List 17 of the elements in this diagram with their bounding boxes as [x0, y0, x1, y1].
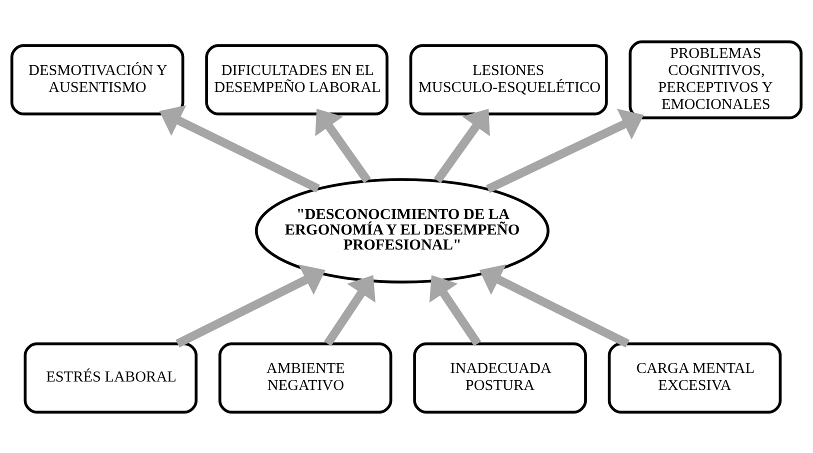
node-box: DIFICULTADES EN EL DESEMPEÑO LABORAL [205, 44, 388, 115]
arrow [429, 274, 482, 346]
arrow [315, 108, 371, 183]
arrow [324, 274, 376, 346]
node-box: AMBIENTE NEGATIVO [218, 342, 392, 414]
node-ellipse: "DESCONOCIMIENTO DE LA ERGONOMÍA Y EL DESEMPEÑO PROFESIONAL" [254, 178, 550, 283]
node-box: CARGA MENTAL EXCESIVA [608, 342, 782, 414]
node-box: ESTRÉS LABORAL [24, 342, 198, 414]
node-box: INADECUADA POSTURA [413, 342, 587, 414]
arrow [176, 264, 326, 348]
node-box: PROBLEMAS COGNITIVOS, PERCEPTIVOS Y EMOCIONALES [628, 40, 803, 119]
node-box: DESMOTIVACIÓN Y AUSENTISMO [10, 44, 184, 115]
arrow [434, 108, 490, 183]
node-box: LESIONES MUSCULO-ESQUELÉTICO [409, 44, 608, 115]
arrow [479, 264, 630, 348]
arrow [159, 104, 320, 192]
arrow [486, 108, 644, 192]
